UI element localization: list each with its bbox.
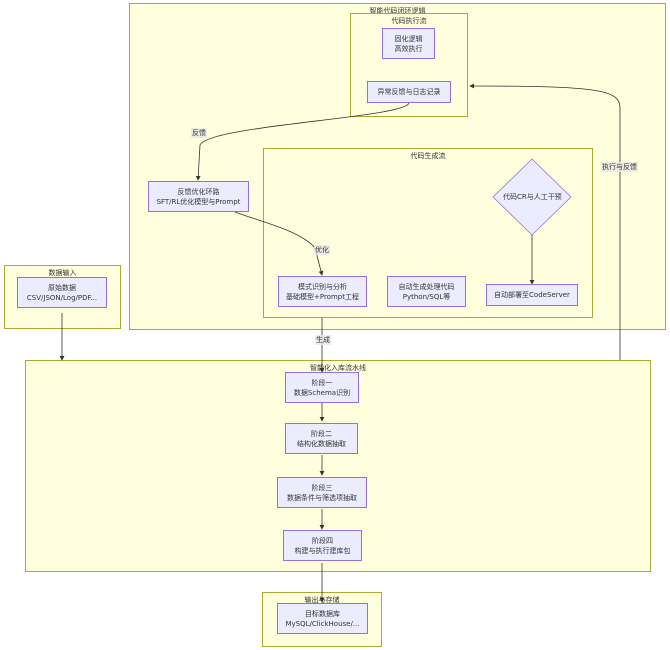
cluster-title-closed-loop: 智能代码闭环逻辑 (369, 7, 426, 15)
node-raw-data-line1: 原始数据 (48, 283, 76, 292)
node-stage3-line2: 数据条件与筛选项抽取 (287, 493, 357, 502)
node-target-db: 目标数据库 MySQL/ClickHouse/... (277, 603, 368, 634)
node-feedback-loop-line1: 反馈优化环路 (177, 187, 220, 196)
node-stage3: 阶段三 数据条件与筛选项抽取 (277, 477, 367, 508)
node-fixed-logic: 固化逻辑 高效执行 (382, 28, 435, 59)
edge-label-feedback: 反馈 (191, 128, 207, 138)
code-cr-diamond (492, 158, 572, 236)
node-stage2-line2: 结构化数据抽取 (297, 439, 346, 448)
node-auto-gen-line2: Python/SQL等 (402, 292, 451, 301)
node-stage4: 阶段四 构建与执行建库包 (283, 530, 362, 561)
node-auto-gen: 自动生成处理代码 Python/SQL等 (387, 276, 466, 307)
node-pattern-recognition-line1: 模式识别与分析 (298, 282, 347, 291)
node-code-cr-label: 代码CR与人工干预 (503, 193, 562, 201)
node-target-db-line1: 目标数据库 (305, 609, 340, 618)
node-stage1-line1: 阶段一 (311, 378, 333, 387)
node-stage1: 阶段一 数据Schema识别 (285, 372, 359, 403)
edge-feedback (195, 102, 410, 181)
node-auto-deploy-line1: 自动部署至CodeServer (494, 291, 570, 299)
node-stage4-line2: 构建与执行建库包 (294, 546, 351, 555)
node-feedback-loop-line2: SFT/RL优化模型与Prompt (156, 197, 241, 206)
node-fixed-logic-line1: 固化逻辑 (394, 34, 423, 43)
node-stage2: 阶段二 结构化数据抽取 (285, 423, 358, 454)
cluster-title-exec-flow: 代码执行流 (391, 17, 427, 25)
node-stage4-line1: 阶段四 (312, 536, 333, 545)
node-auto-deploy: 自动部署至CodeServer (486, 284, 578, 306)
node-stage1-line2: 数据Schema识别 (293, 388, 351, 397)
edge-label-generate: 生成 (315, 335, 331, 345)
edge-exec-feedback (469, 83, 621, 360)
cluster-title-gen-flow: 代码生成流 (410, 152, 446, 160)
node-feedback-loop: 反馈优化环路 SFT/RL优化模型与Prompt (148, 181, 249, 212)
edge-label-optimize: 优化 (314, 245, 330, 255)
node-exception-log: 异常反馈与日志记录 (367, 81, 451, 103)
node-auto-gen-line1: 自动生成处理代码 (398, 282, 455, 291)
node-fixed-logic-line2: 高效执行 (394, 44, 423, 53)
node-stage3-line1: 阶段三 (311, 483, 333, 492)
node-stage2-line1: 阶段二 (311, 429, 332, 438)
node-pattern-recognition: 模式识别与分析 基础模型+Prompt工程 (278, 276, 367, 307)
cluster-title-data-input: 数据输入 (48, 269, 77, 277)
node-raw-data: 原始数据 CSV/JSON/Log/PDF... (17, 277, 107, 308)
edge-optimize (234, 211, 324, 276)
cluster-title-pipeline: 智能化入库流水线 (310, 364, 366, 372)
edge-label-exec-feedback: 执行与反馈 (601, 162, 638, 172)
node-exception-log-line1: 异常反馈与日志记录 (377, 88, 441, 96)
node-target-db-line2: MySQL/ClickHouse/... (285, 619, 360, 628)
node-raw-data-line2: CSV/JSON/Log/PDF... (26, 293, 98, 302)
node-pattern-recognition-line2: 基础模型+Prompt工程 (286, 292, 359, 301)
